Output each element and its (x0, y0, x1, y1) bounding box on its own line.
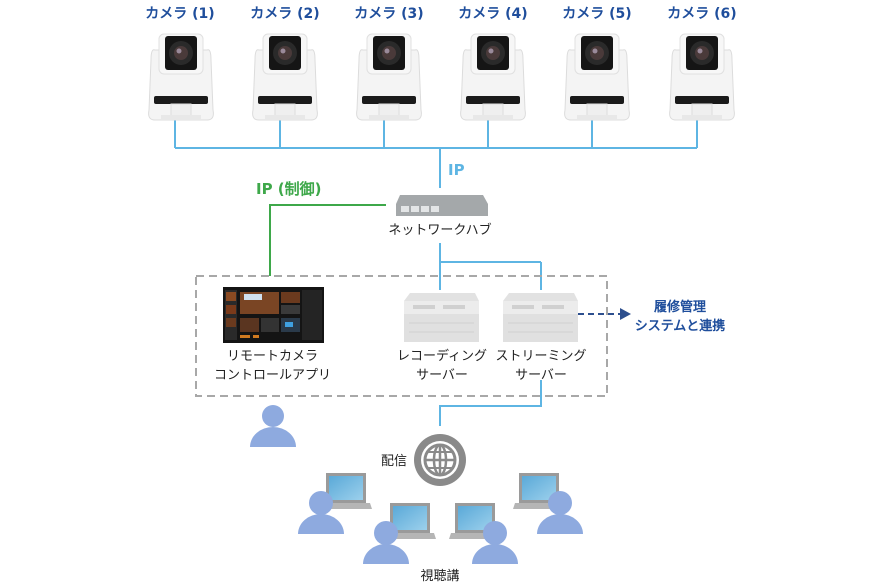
person-icon (537, 491, 583, 534)
globe-icon (414, 434, 466, 486)
recording-server-label-line2: サーバー (416, 368, 468, 383)
streaming-server-label-line1: ストリーミング (495, 349, 587, 364)
history-system-label: 履修管理 システムと連携 (630, 298, 730, 336)
streaming-server-label-line2: サーバー (515, 368, 567, 383)
control-app-screenshot (223, 287, 324, 343)
history-system-label-line2: システムと連携 (634, 319, 726, 334)
viewer-3 (449, 503, 518, 564)
recording-server-label-line1: レコーディング (396, 349, 488, 364)
person-icon (363, 521, 409, 564)
ip-control-label: IP (制御) (256, 180, 322, 198)
ip-label: IP (448, 161, 465, 179)
camera-1-icon (148, 33, 214, 121)
streaming-distribution-line (439, 380, 542, 426)
camera-4-icon (460, 33, 526, 121)
hub-server-lines (439, 243, 542, 290)
history-system-label-line1: 履修管理 (653, 300, 706, 315)
streaming-server-label: ストリーミング サーバー (486, 347, 596, 385)
streaming-server-icon (503, 293, 578, 342)
camera-5-icon (564, 33, 630, 121)
viewer-2 (363, 503, 436, 564)
network-hub-icon (396, 195, 488, 216)
camera-6-icon (669, 33, 735, 121)
network-hub-label: ネットワークハブ (388, 223, 492, 238)
viewer-4 (513, 473, 583, 534)
arrow-head-icon (620, 308, 631, 320)
person-icon (298, 491, 344, 534)
laptop-icon (320, 473, 372, 509)
operator-person-icon (250, 405, 296, 447)
camera-icons (148, 33, 735, 121)
control-app-label-line2: コントロールアプリ (213, 368, 331, 383)
camera-label: カメラ (6) (667, 6, 737, 22)
control-line (269, 204, 386, 276)
camera-3-icon (356, 33, 422, 121)
distribution-label: 配信 (380, 454, 407, 469)
control-app-label: リモートカメラ コントロールアプリ (205, 347, 340, 385)
camera-label: カメラ (3) (354, 6, 424, 22)
system-group-box (195, 275, 608, 397)
camera-2-icon (252, 33, 318, 121)
camera-ip-lines (174, 120, 698, 188)
control-app-label-line1: リモートカメラ (226, 349, 318, 364)
viewers-label: 視聴講 (420, 569, 460, 584)
recording-server-icon (404, 293, 479, 342)
camera-label: カメラ (2) (250, 6, 320, 22)
viewer-1 (298, 473, 372, 534)
camera-label: カメラ (5) (562, 6, 632, 22)
person-icon (472, 521, 518, 564)
recording-server-label: レコーディング サーバー (387, 347, 497, 385)
camera-label: カメラ (4) (458, 6, 528, 22)
camera-label: カメラ (1) (145, 6, 215, 22)
